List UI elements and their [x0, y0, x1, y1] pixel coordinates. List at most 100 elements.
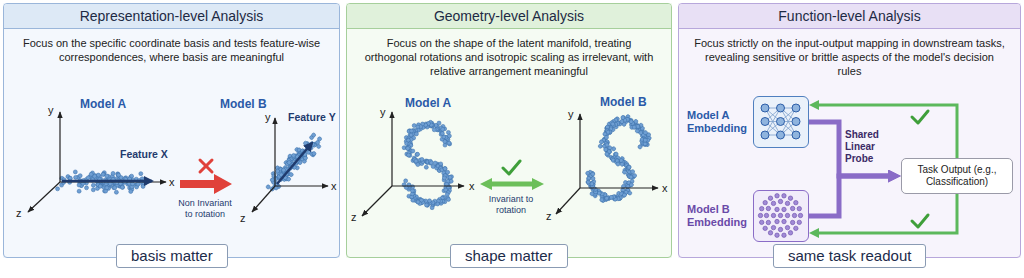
network-unit [792, 104, 800, 112]
data-point [626, 164, 631, 169]
data-point [291, 153, 297, 159]
embedding-point [775, 194, 779, 198]
data-point [446, 130, 450, 134]
embedding-point [782, 219, 786, 223]
axis-label: y [265, 111, 271, 123]
axis-label: x [331, 180, 337, 192]
panel-description: Focus on the shape of the latent manifol… [347, 29, 671, 85]
data-point [440, 132, 444, 136]
panel-heading: Function-level Analysis [679, 4, 1020, 29]
network-unit [761, 131, 769, 139]
embedding-point [766, 206, 770, 210]
data-point [410, 129, 414, 133]
data-point [620, 162, 625, 167]
panel-description: Focus on the specific coordinate basis a… [4, 29, 339, 71]
embedding-point [782, 194, 786, 198]
axis-line [580, 187, 658, 188]
data-point [590, 172, 595, 177]
data-point [442, 176, 446, 180]
analysis-panel: Representation-level AnalysisFocus on th… [3, 3, 340, 258]
data-point [643, 142, 648, 147]
network-unit [777, 104, 785, 112]
axis-line [579, 114, 580, 188]
model-label: Model B [600, 95, 647, 109]
embedding-point [764, 213, 768, 217]
takeaway-label: same task readout [788, 247, 911, 265]
data-point [446, 170, 450, 174]
axis-label: y [48, 104, 54, 116]
data-point [129, 190, 133, 194]
feature-arrow [277, 143, 312, 184]
takeaway-box: same task readout [773, 244, 926, 268]
embedding-point [778, 213, 782, 217]
axis-line [274, 118, 275, 186]
network-unit [792, 118, 800, 126]
data-point [604, 152, 609, 157]
data-point [105, 186, 109, 190]
invariance-arrow [492, 182, 532, 187]
data-point [411, 149, 415, 153]
embedding-point [763, 200, 767, 204]
data-point [404, 179, 408, 183]
embedding-label: Model A Embedding [687, 109, 749, 135]
embedding-point [790, 206, 794, 210]
axis-label: x [662, 182, 668, 194]
data-point [77, 189, 81, 193]
embedding-point [792, 213, 796, 217]
data-point [113, 186, 117, 190]
embedding-graphic [754, 191, 807, 240]
data-point [303, 140, 309, 146]
data-point [622, 192, 627, 197]
data-point [628, 175, 633, 180]
embedding-graphic [754, 97, 807, 146]
data-point [420, 157, 424, 161]
feature-label: Feature X [120, 148, 168, 160]
data-point [139, 172, 143, 176]
data-point [599, 139, 604, 144]
data-point [74, 175, 78, 179]
embedding-point [794, 200, 798, 204]
network-unit [761, 104, 769, 112]
data-point [105, 174, 109, 178]
data-point [91, 188, 95, 192]
data-point [311, 151, 317, 157]
takeaway-label: basis matter [131, 247, 213, 265]
data-point [77, 183, 81, 187]
data-point [141, 184, 145, 188]
cross-stroke [200, 160, 212, 172]
data-point [448, 142, 452, 146]
axis-label: z [16, 207, 22, 219]
data-point [443, 167, 447, 171]
data-point [437, 121, 441, 125]
model-label: Model A [80, 97, 126, 111]
data-point [114, 190, 118, 194]
embedding-point [782, 207, 786, 211]
data-point [610, 121, 615, 126]
data-point [441, 127, 445, 131]
embedding-point [768, 196, 772, 200]
embedding-point [775, 233, 779, 237]
data-point [98, 184, 102, 188]
check-mark [912, 111, 928, 123]
data-point [269, 177, 275, 183]
connector [809, 176, 888, 216]
data-point [406, 146, 410, 150]
network-unit [777, 118, 785, 126]
axis-line [28, 182, 60, 212]
data-point [446, 197, 450, 201]
cross-stroke [200, 160, 212, 172]
model-label: Model B [220, 97, 267, 111]
embedding-node: Model A Embedding [687, 96, 809, 148]
embedding-point [798, 213, 802, 217]
embedding-point [763, 226, 767, 230]
model-label: Model A [405, 96, 451, 110]
axis-label: x [469, 180, 475, 192]
data-point [448, 175, 452, 179]
data-point [121, 185, 125, 189]
data-point [635, 128, 640, 133]
axes [362, 112, 464, 216]
embedding-point [771, 201, 775, 205]
embedding-point [778, 199, 782, 203]
panel-heading: Representation-level Analysis [4, 4, 339, 29]
embedding-point [771, 213, 775, 217]
